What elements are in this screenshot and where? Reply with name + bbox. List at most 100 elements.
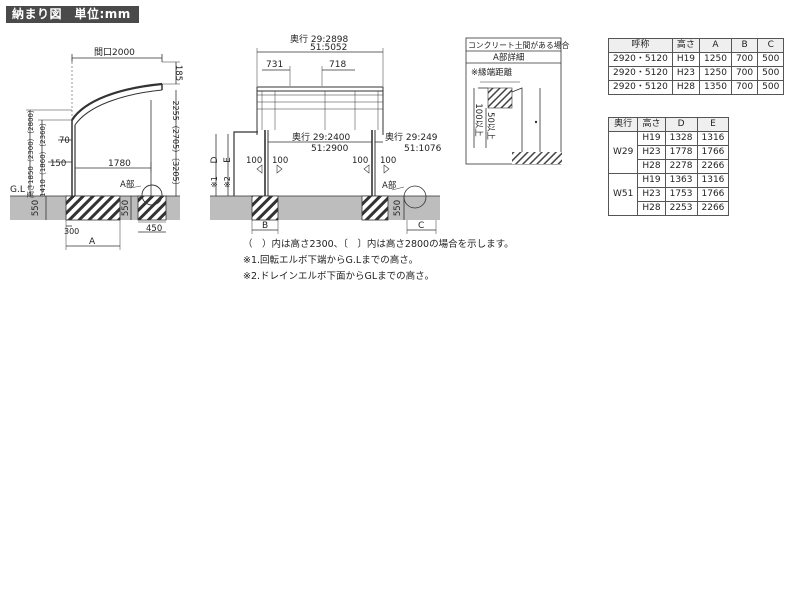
table-cell: H23 xyxy=(637,145,666,160)
table-cell: H28 xyxy=(637,201,666,216)
table-cell: 1328 xyxy=(664,131,698,146)
size-table: 呼称 高さ A B C 2920・5120 H19 1250 700 500 2… xyxy=(608,38,785,95)
dim-731: 731 xyxy=(266,60,283,70)
notes: （ ）内は高さ2300、〔 〕内は高さ2800の場合を示します。 ※1.回転エル… xyxy=(243,237,514,285)
depth-top-label: 奥行 29:2898 xyxy=(290,33,349,45)
dim-100-d: 100 xyxy=(380,156,396,166)
side-view-labels: 間口2000 185 2255（2705）〔3205〕 高さ1850（2300）… xyxy=(10,47,183,247)
detail-a xyxy=(465,37,562,165)
side-view xyxy=(10,54,180,250)
table-cell: H28 xyxy=(671,80,701,95)
table-cell: H19 xyxy=(671,52,701,67)
note-line: ※1.回転エルボ下端からG.Lまでの高さ。 xyxy=(243,255,419,266)
depth-mid-label: 奥行 29:2400 xyxy=(292,131,351,143)
table-cell: H28 xyxy=(637,159,666,174)
a-part-label: A部 xyxy=(120,179,135,190)
dim-150: 150 xyxy=(50,159,66,169)
note-line: ※2.ドレインエルボ下面からGLまでの高さ。 xyxy=(243,271,435,282)
foundation-front-right xyxy=(361,195,389,221)
table-cell: 1363 xyxy=(664,173,698,188)
table-cell: 1316 xyxy=(696,131,730,146)
depth-right-label: 奥行 29:249 xyxy=(385,131,438,143)
col-name: 呼称 xyxy=(608,38,673,53)
dim-100-min: 100以上 xyxy=(473,103,483,137)
table-row: H28 2278 2266 xyxy=(609,159,730,174)
dim-1780: 1780 xyxy=(108,159,131,169)
left-height-label: 高さ1850（2300）〔2800〕 xyxy=(26,106,35,198)
note2-label: ※2 xyxy=(223,176,232,188)
foundation-front-left xyxy=(251,195,279,221)
dim-550-right: 550 xyxy=(121,200,131,216)
table-row: W51 H19 1363 1316 xyxy=(607,173,730,216)
col-height: 高さ xyxy=(637,117,666,132)
page-title: 納まり図 単位:mm xyxy=(6,6,139,23)
dim-b: B xyxy=(262,221,268,231)
dim-a: A xyxy=(89,237,96,247)
dim-70: 70 xyxy=(59,136,70,146)
table-row: W29 H19 1328 1316 xyxy=(607,131,730,174)
dim-50-min: 50以上 xyxy=(485,112,495,140)
front-view-labels: 奥行 29:2898 51:5052 731 718 奥行 29:2400 51… xyxy=(210,33,442,231)
note1-label: ※1 xyxy=(210,176,219,188)
group-w29: W29 xyxy=(607,131,639,174)
table-cell: 1766 xyxy=(696,187,730,202)
table-cell: 2266 xyxy=(696,201,730,216)
foundation-left xyxy=(65,195,121,221)
table-row: H28 2253 2266 xyxy=(609,201,730,216)
dim-c: C xyxy=(418,221,424,231)
col-d: D xyxy=(664,117,698,132)
top-offset-label: 185 xyxy=(173,65,183,81)
table-cell: 1778 xyxy=(664,145,698,160)
detail-title-2: A部詳細 xyxy=(493,52,524,63)
table-cell: 2920・5120 xyxy=(608,52,673,67)
dim-100-c: 100 xyxy=(352,156,368,166)
table-cell: H23 xyxy=(671,66,701,81)
group-w51: W51 xyxy=(607,173,639,216)
col-depth: 奥行 xyxy=(607,117,639,132)
col-e: E xyxy=(696,117,730,132)
table-cell: 2920・5120 xyxy=(608,66,673,81)
dim-550-front: 550 xyxy=(393,200,403,216)
depth-table: 奥行 高さ D E W29 H19 1328 1316 H23 1778 176… xyxy=(607,117,730,216)
dim-100-a: 100 xyxy=(246,156,262,166)
table-cell: H19 xyxy=(637,131,666,146)
col-c: C xyxy=(757,38,785,53)
table-cell: 1766 xyxy=(696,145,730,160)
ground-front xyxy=(210,196,440,220)
table-row: 2920・5120 H23 1250 700 500 xyxy=(608,66,785,81)
table-cell: 2266 xyxy=(696,159,730,174)
note-line: （ ）内は高さ2300、〔 〕内は高さ2800の場合を示します。 xyxy=(243,239,514,250)
detail-a-labels: コンクリート土間がある場合 A部詳細 ※縁端距離 100以上 50以上 xyxy=(468,40,570,140)
depth-table-header: 奥行 高さ D E xyxy=(607,117,730,132)
depth-top-label-2: 51:5052 xyxy=(310,43,347,53)
label-e: E xyxy=(223,157,233,163)
col-b: B xyxy=(730,38,759,53)
table-cell: 500 xyxy=(757,80,785,95)
table-row: H23 1778 1766 xyxy=(609,145,730,160)
table-cell: 2920・5120 xyxy=(608,80,673,95)
table-cell: 1350 xyxy=(699,80,732,95)
left-height-label-2: 1410（1860）〔2360〕 xyxy=(39,119,47,197)
dim-300: 300 xyxy=(64,227,79,236)
a-part-label-front: A部 xyxy=(382,180,397,191)
depth-right-label-2: 51:1076 xyxy=(404,144,442,154)
table-cell: 700 xyxy=(730,80,759,95)
table-cell: 1250 xyxy=(699,66,732,81)
table-cell: H19 xyxy=(637,173,666,188)
right-height-label: 2255（2705）〔3205〕 xyxy=(171,100,180,189)
table-cell: 500 xyxy=(757,52,785,67)
table-cell: H23 xyxy=(637,187,666,202)
gl-label: G.L xyxy=(10,185,25,195)
table-cell: 700 xyxy=(730,66,759,81)
table-cell: 1250 xyxy=(699,52,732,67)
size-table-header: 呼称 高さ A B C xyxy=(608,38,785,53)
table-cell: 1316 xyxy=(696,173,730,188)
table-cell: 1753 xyxy=(664,187,698,202)
col-height: 高さ xyxy=(671,38,701,53)
label-d: D xyxy=(210,156,220,163)
table-row: 2920・5120 H28 1350 700 500 xyxy=(608,80,785,95)
table-cell: 2278 xyxy=(664,159,698,174)
dim-550-left: 550 xyxy=(31,200,41,216)
table-row: H23 1753 1766 xyxy=(609,187,730,202)
